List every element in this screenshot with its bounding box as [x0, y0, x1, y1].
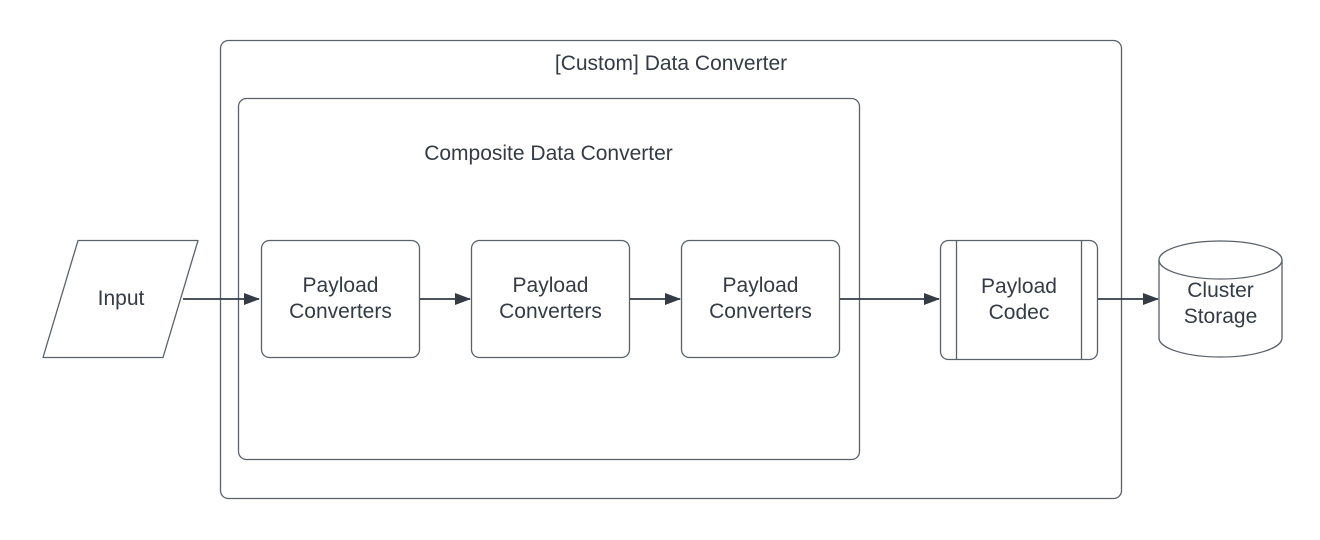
- composite-data-converter-container: [237, 97, 861, 461]
- custom-data-converter-container: [219, 39, 1123, 500]
- payload-converters-box-3: [680, 239, 841, 359]
- payload-converters-box-1: [260, 239, 421, 359]
- payload-converters-box-2: [470, 239, 631, 359]
- input-parallelogram: [42, 239, 199, 359]
- cluster-storage-cylinder-rim: [1158, 259, 1283, 280]
- cluster-storage-cylinder: [1158, 240, 1283, 358]
- payload-codec-box: [939, 239, 1099, 361]
